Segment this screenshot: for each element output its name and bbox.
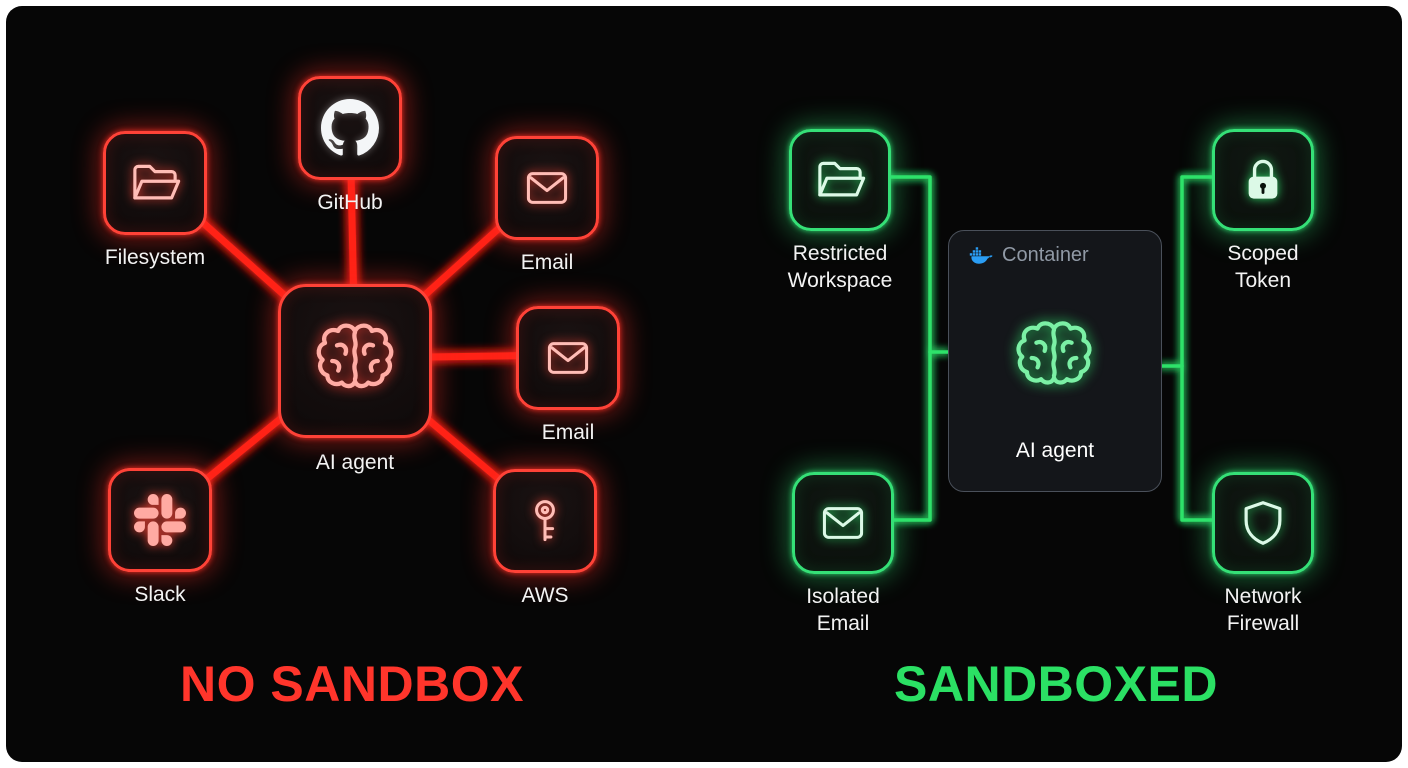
node-icon-box [298,76,402,180]
folder-icon [133,164,181,200]
node-label: Slack [134,583,186,606]
node-label: AWS [521,584,569,607]
node-email-right: Email [516,306,620,447]
container-box: Container AI agent [948,230,1162,492]
envelope-icon [547,342,589,374]
slack-icon [134,494,186,546]
envelope-icon [822,507,864,539]
shield-icon [1244,501,1282,545]
brain-icon [316,323,394,389]
container-header: Container [949,231,1161,267]
node-icon-box [1212,129,1314,231]
key-icon [535,500,555,542]
node-icon-box [278,284,432,438]
node-label: Network Firewall [1224,585,1302,635]
node-label: AI agent [1015,439,1095,462]
right-panel-title: SANDBOXED [894,656,1218,712]
node-isolated-email: Isolated Email [792,472,894,638]
node-label: Filesystem [104,246,206,269]
node-label: Email [520,251,574,274]
node-icon-box [1212,472,1314,574]
node-icon-box [516,306,620,410]
node-email-top: Email [495,136,599,277]
node-slack: Slack [108,468,212,609]
node-icon-box [103,131,207,235]
node-ai-agent-left: AI agent [278,284,432,477]
node-filesystem: Filesystem [103,131,207,272]
envelope-icon [526,172,568,204]
node-icon-box [789,129,891,231]
node-label: AI agent [315,451,395,474]
folder-icon [818,161,866,197]
node-network-firewall: Network Firewall [1212,472,1314,638]
node-label: Restricted Workspace [787,242,893,292]
node-icon-box [495,136,599,240]
node-label: Email [541,421,595,444]
node-restricted-workspace: Restricted Workspace [788,129,892,295]
container-label: Container [1002,244,1089,266]
node-ai-agent-right [983,287,1125,429]
lock-icon [1248,159,1278,199]
node-label: GitHub [317,191,383,214]
node-icon-box [792,472,894,574]
node-aws: AWS [493,469,597,610]
node-icon-box [108,468,212,572]
node-icon-box [493,469,597,573]
background-board [6,6,1402,762]
docker-icon [967,246,993,264]
node-github: GitHub [298,76,402,217]
github-icon [321,99,379,156]
node-label: Isolated Email [806,585,880,635]
node-label: Scoped Token [1227,242,1299,292]
node-scoped-token: Scoped Token [1212,129,1314,295]
left-panel-title: NO SANDBOX [180,656,524,712]
brain-icon [1016,321,1092,385]
